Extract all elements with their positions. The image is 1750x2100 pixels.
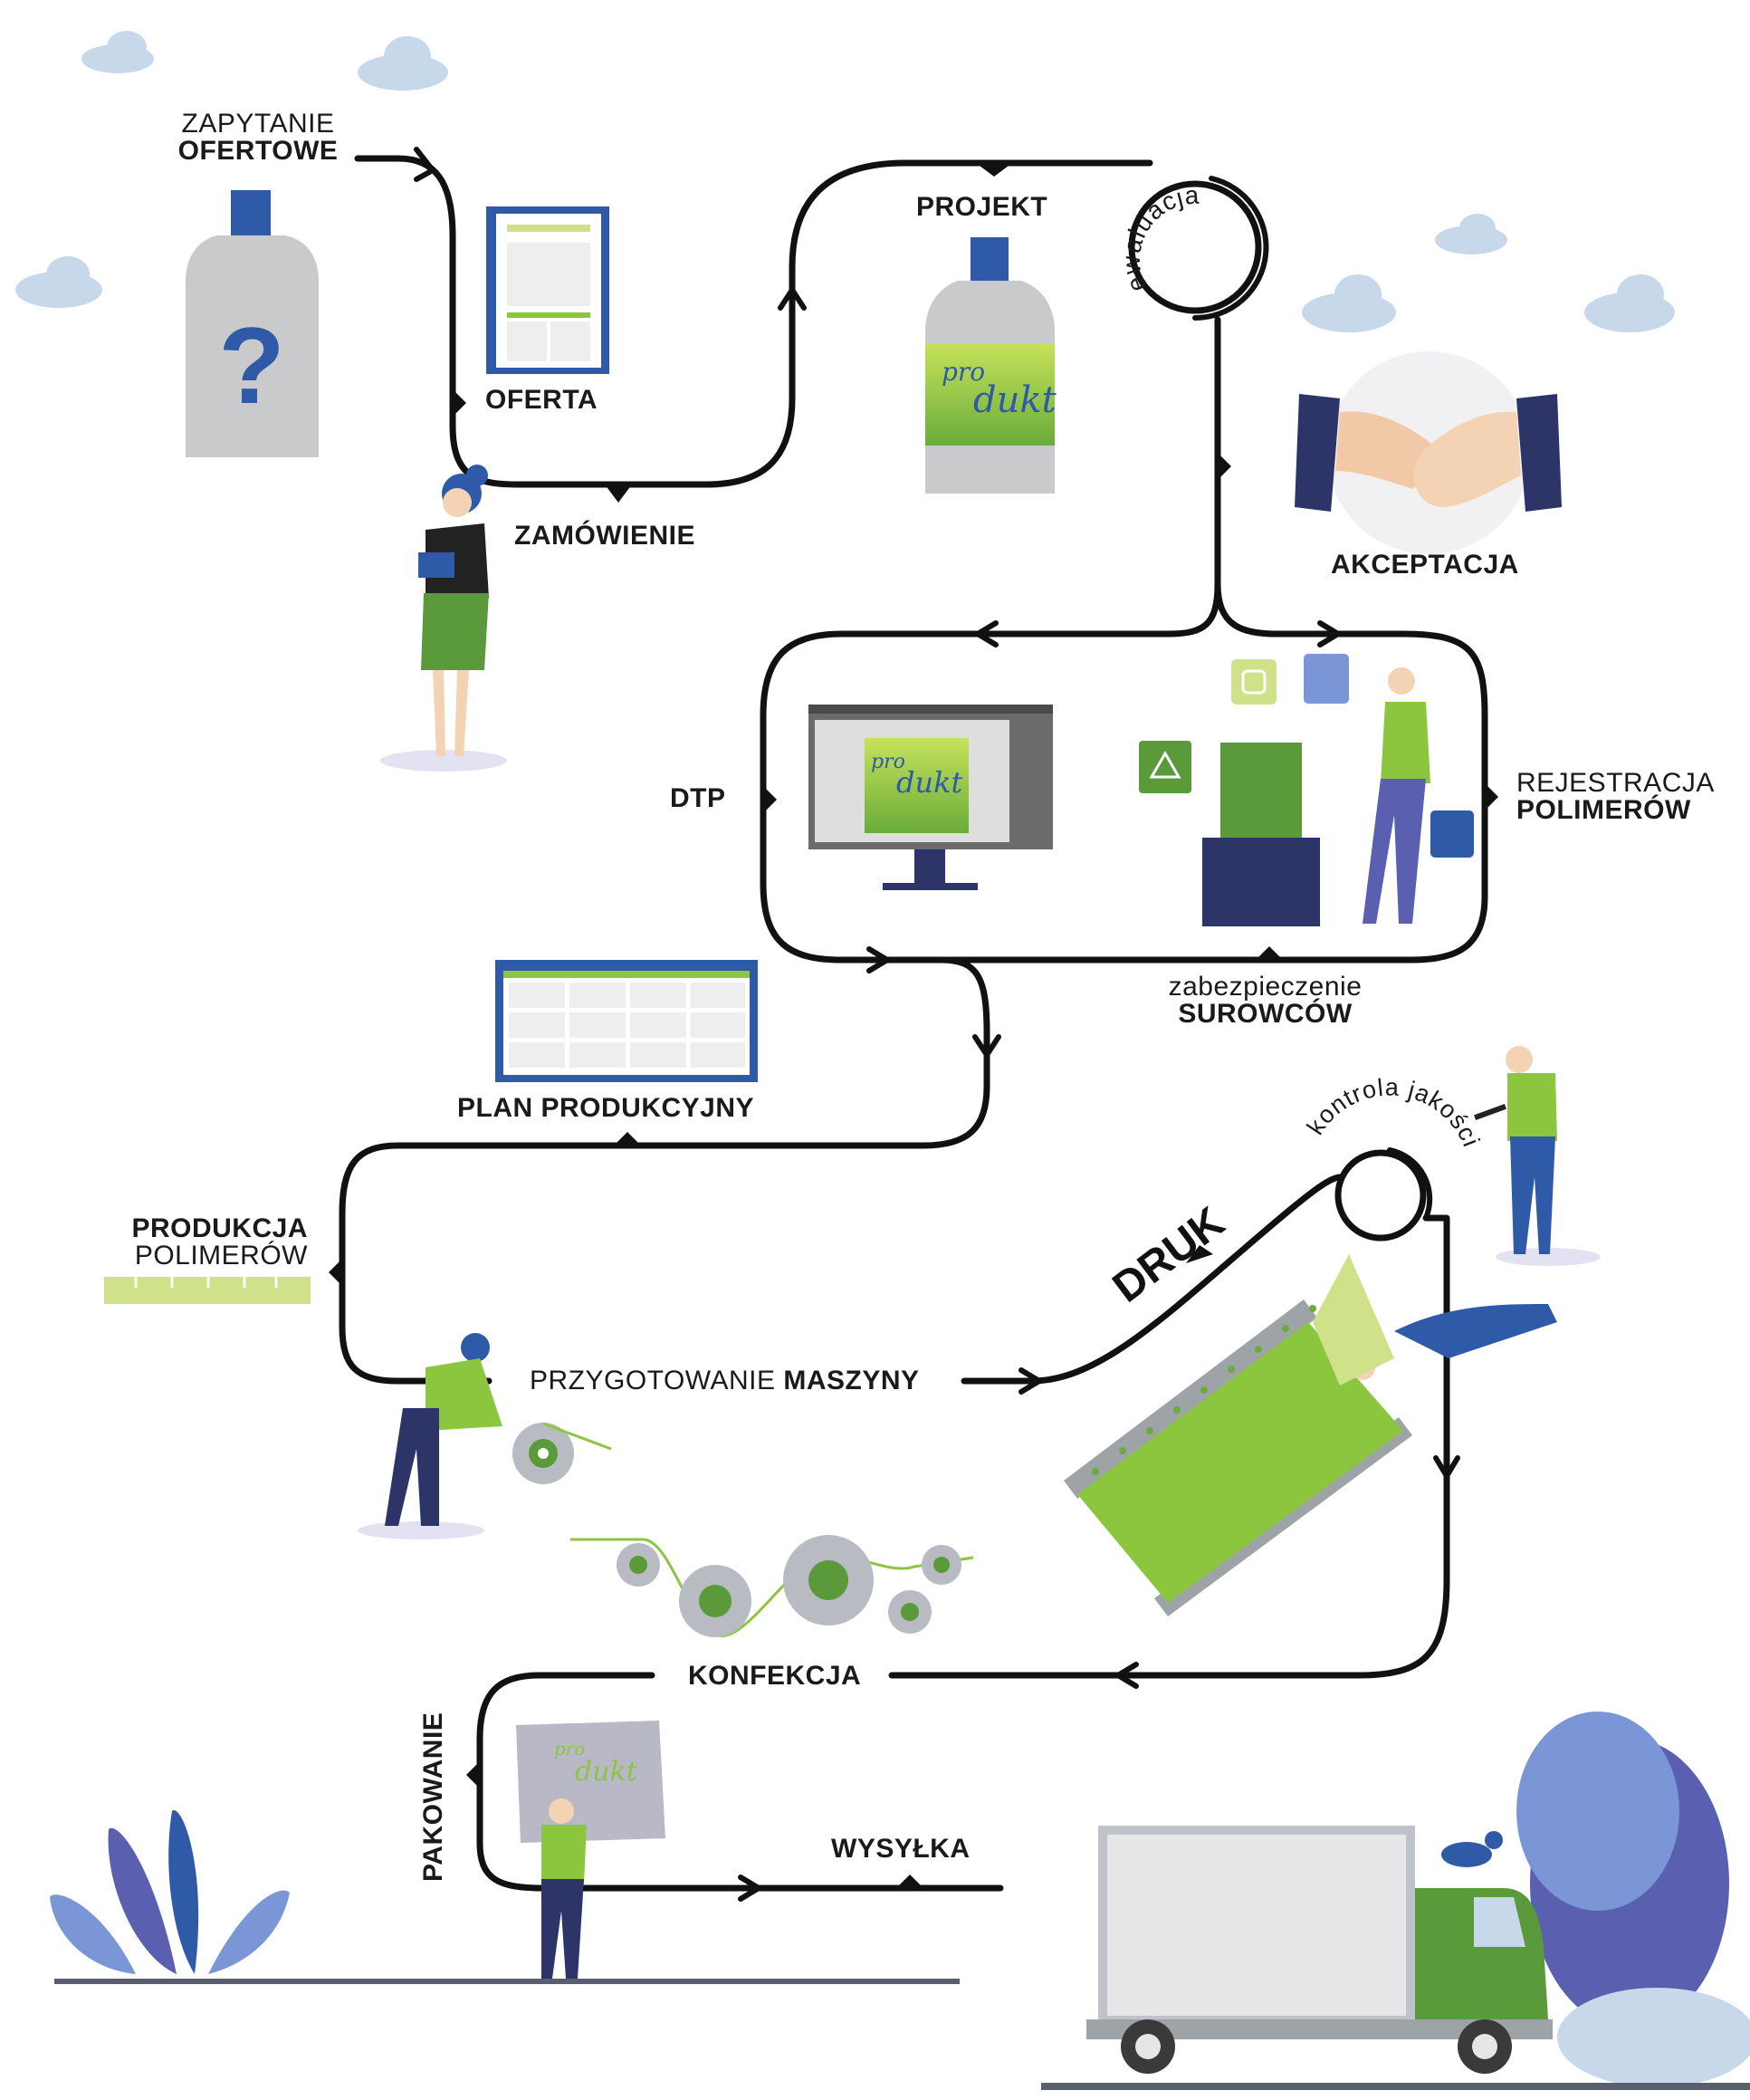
konfekcja-label: KONFEKCJA xyxy=(688,1661,862,1691)
produkcja-polimerow-label: PRODUKCJA POLIMERÓW xyxy=(91,1215,308,1270)
rejestracja-line-1: REJESTRACJA xyxy=(1516,768,1715,798)
step-markers xyxy=(329,163,1498,1888)
svg-text:dukt: dukt xyxy=(575,1756,638,1788)
schedule-icon xyxy=(495,960,758,1082)
monitor-icon: pro dukt xyxy=(808,705,1053,890)
polymer-ruler-icon xyxy=(104,1277,311,1304)
zapytanie-ofertowe-label: ZAPYTANIE OFERTOWE xyxy=(163,110,353,165)
woman-figure xyxy=(380,465,507,772)
plant-icon xyxy=(50,1810,960,1984)
produkcja-line-2: POLIMERÓW xyxy=(134,1241,308,1271)
przygotowanie-maszyny-label: PRZYGOTOWANIE MASZYNY xyxy=(530,1366,920,1396)
plan-produkcyjny-label: PLAN PRODUKCYJNY xyxy=(457,1093,755,1123)
bottle-product-icon: pro dukt xyxy=(925,237,1057,494)
svg-text:dukt: dukt xyxy=(973,379,1057,421)
zapytanie-line-1: ZAPYTANIE xyxy=(181,109,335,139)
svg-text:dukt: dukt xyxy=(896,765,962,800)
svg-text:pro: pro xyxy=(871,751,905,773)
produkcja-line-1: PRODUKCJA xyxy=(131,1213,308,1243)
pakowanie-label: PAKOWANIE xyxy=(418,1712,448,1882)
truck-icon xyxy=(1041,1712,1750,2090)
zamowienie-label: ZAMÓWIENIE xyxy=(514,521,695,551)
inspector-figure xyxy=(1474,1046,1601,1266)
svg-text:pro: pro xyxy=(942,357,985,387)
process-path xyxy=(339,155,1488,1892)
printer-icon xyxy=(1139,654,1474,926)
film-roll-icon xyxy=(358,1333,612,1539)
zapytanie-line-2: OFERTOWE xyxy=(177,136,339,166)
svg-text:pro: pro xyxy=(554,1738,585,1760)
przygotowanie-line-1: PRZYGOTOWANIE xyxy=(530,1366,776,1395)
wysylka-label: WYSYŁKA xyxy=(831,1834,971,1864)
zabezpieczenie-line-2: SUROWCÓW xyxy=(1178,999,1353,1029)
handshake-icon xyxy=(1295,351,1562,554)
bottle-question-icon: ? xyxy=(186,190,319,457)
printed-strip-icon xyxy=(1064,1254,1557,1616)
box-icon: pro dukt xyxy=(516,1721,665,1979)
clipboard-offer-icon xyxy=(486,206,609,374)
rollers-icon xyxy=(570,1535,974,1638)
rejestracja-polimerow-label: REJESTRACJA POLIMERÓW xyxy=(1516,770,1715,824)
dtp-label: DTP xyxy=(670,783,726,813)
przygotowanie-line-2: MASZYNY xyxy=(783,1366,920,1395)
arrow-icons xyxy=(414,147,1460,1902)
rejestracja-line-2: POLIMERÓW xyxy=(1516,795,1691,825)
druk-label: DRUK xyxy=(1105,1198,1234,1312)
cloud-icon xyxy=(15,31,1675,332)
kontrola-label: kontrola jakości xyxy=(1302,1073,1486,1151)
svg-text:?: ? xyxy=(218,305,284,427)
projekt-label: PROJEKT xyxy=(916,192,1048,222)
bird-icon xyxy=(1441,1831,1503,1867)
zabezpieczenie-surowcow-label: zabezpieczenie SUROWCÓW xyxy=(1136,973,1394,1028)
akceptacja-label: AKCEPTACJA xyxy=(1331,550,1519,580)
zabezpieczenie-line-1: zabezpieczenie xyxy=(1168,972,1363,1002)
oferta-label: OFERTA xyxy=(485,385,598,415)
